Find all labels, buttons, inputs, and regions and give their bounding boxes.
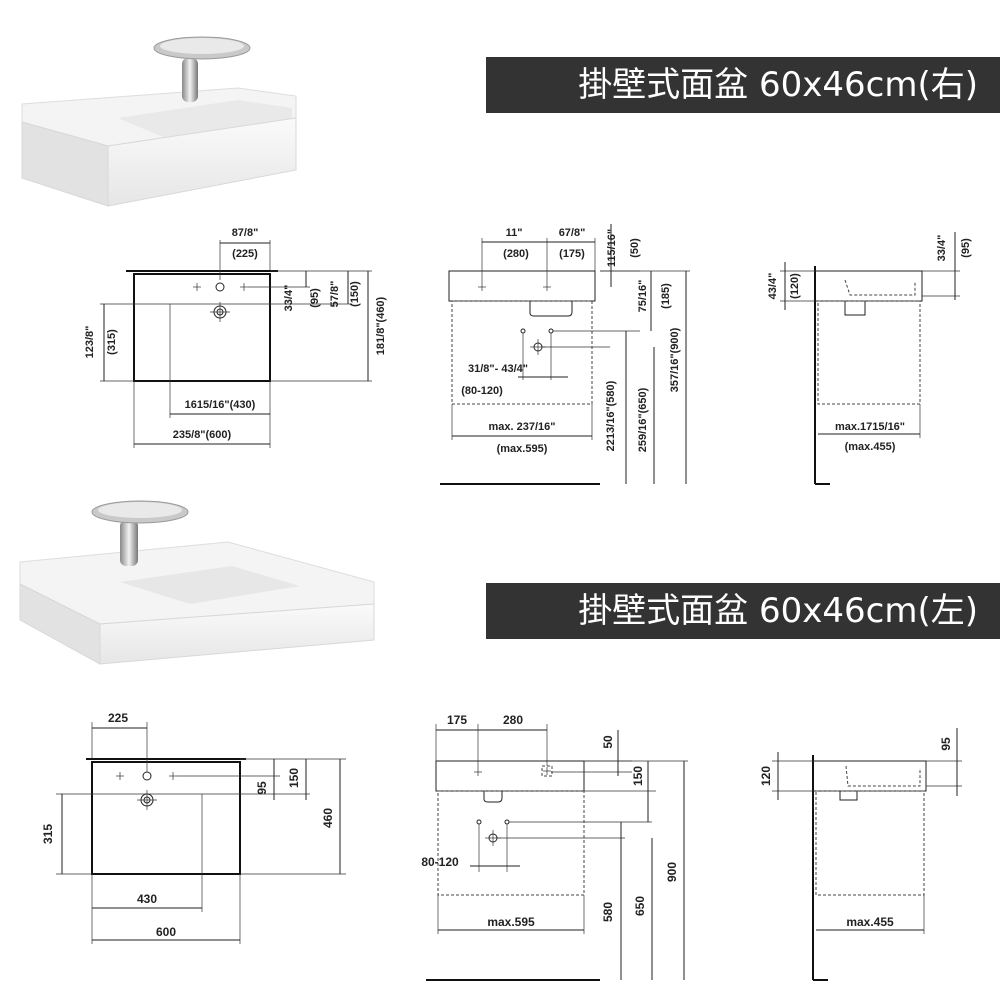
dim-maxw-mm: (max.595) bbox=[497, 443, 548, 455]
side-120-inch: 43/4" bbox=[767, 273, 779, 300]
dim-175-inch: 67/8" bbox=[559, 227, 586, 239]
dim-600: 235/8"(600) bbox=[173, 429, 232, 441]
right-top-view: 87/8" (225) 123/8" (315) 33/4" (95) 57/8… bbox=[84, 227, 387, 448]
dim-150-mm: (150) bbox=[349, 281, 361, 307]
l-dim-460: 460 bbox=[321, 808, 335, 828]
dim-185-mm: (185) bbox=[660, 283, 672, 309]
dim-460: 181/8"(460) bbox=[375, 296, 387, 355]
l-front-650: 650 bbox=[633, 896, 647, 916]
dim-range-mm: (80-120) bbox=[461, 385, 503, 397]
dim-175-mm: (175) bbox=[559, 248, 585, 260]
dim-range-inch: 31/8"- 43/4" bbox=[468, 363, 528, 375]
l-dim-150: 150 bbox=[287, 768, 301, 788]
side-maxd-inch: max.1715/16" bbox=[835, 421, 905, 433]
dim-430: 1615/16"(430) bbox=[185, 399, 256, 411]
l-front-range: 80-120 bbox=[421, 855, 459, 869]
basin-image-left bbox=[19, 500, 375, 665]
dim-900: 357/16"(900) bbox=[669, 327, 681, 392]
left-top-view: 225 315 95 150 460 430 600 bbox=[41, 711, 346, 944]
dim-95-inch: 33/4" bbox=[283, 285, 295, 312]
dim-95-mm: (95) bbox=[309, 288, 321, 308]
dim-150-inch: 57/8" bbox=[329, 281, 341, 308]
dim-280-inch: 11" bbox=[506, 227, 523, 239]
dim-185-inch: 75/16" bbox=[637, 280, 649, 313]
right-front-view: 11" (280) 67/8" (175) 115/16" (50) 75/16… bbox=[440, 224, 690, 485]
right-side-view: 33/4" (95) 43/4" (120) max.1715/16" (max… bbox=[767, 232, 972, 485]
side-maxd-mm: (max.455) bbox=[845, 441, 896, 453]
dim-580: 2213/16"(580) bbox=[605, 380, 617, 451]
side-95-mm: (95) bbox=[960, 238, 972, 258]
l-dim-225: 225 bbox=[108, 711, 128, 725]
l-front-900: 900 bbox=[665, 862, 679, 882]
l-front-280: 280 bbox=[503, 713, 523, 727]
l-side-95: 95 bbox=[939, 737, 953, 751]
dim-280-mm: (280) bbox=[503, 248, 529, 260]
dim-top-inch: 87/8" bbox=[232, 227, 259, 239]
l-dim-95: 95 bbox=[255, 781, 269, 795]
dim-left-inch: 123/8" bbox=[84, 326, 96, 359]
l-dim-315: 315 bbox=[41, 824, 55, 844]
left-front-view: 175 280 50 150 80-120 max.595 580 650 90… bbox=[421, 713, 688, 981]
l-front-50: 50 bbox=[601, 735, 615, 749]
basin-image-right bbox=[21, 36, 297, 207]
l-dim-600: 600 bbox=[156, 925, 176, 939]
dim-top-mm: (225) bbox=[232, 248, 258, 260]
dim-50-inch: 115/16" bbox=[606, 229, 618, 267]
l-side-maxd: max.455 bbox=[846, 915, 894, 929]
title-banner-left: 掛壁式面盆 60x46cm(左) bbox=[486, 583, 1000, 639]
left-side-view: 95 120 max.455 bbox=[759, 728, 962, 981]
l-side-120: 120 bbox=[759, 766, 773, 786]
l-dim-430: 430 bbox=[137, 892, 157, 906]
side-95-inch: 33/4" bbox=[936, 235, 948, 262]
title-banner-right: 掛壁式面盆 60x46cm(右) bbox=[486, 57, 1000, 113]
dim-650: 259/16"(650) bbox=[637, 387, 649, 452]
dim-left-mm: (315) bbox=[106, 329, 118, 355]
l-front-175: 175 bbox=[447, 713, 467, 727]
l-front-580: 580 bbox=[601, 902, 615, 922]
side-120-mm: (120) bbox=[789, 273, 801, 299]
dim-50-mm: (50) bbox=[629, 238, 641, 258]
dim-maxw-inch: max. 237/16" bbox=[489, 421, 556, 433]
l-front-maxw: max.595 bbox=[487, 915, 535, 929]
l-front-150: 150 bbox=[631, 766, 645, 786]
